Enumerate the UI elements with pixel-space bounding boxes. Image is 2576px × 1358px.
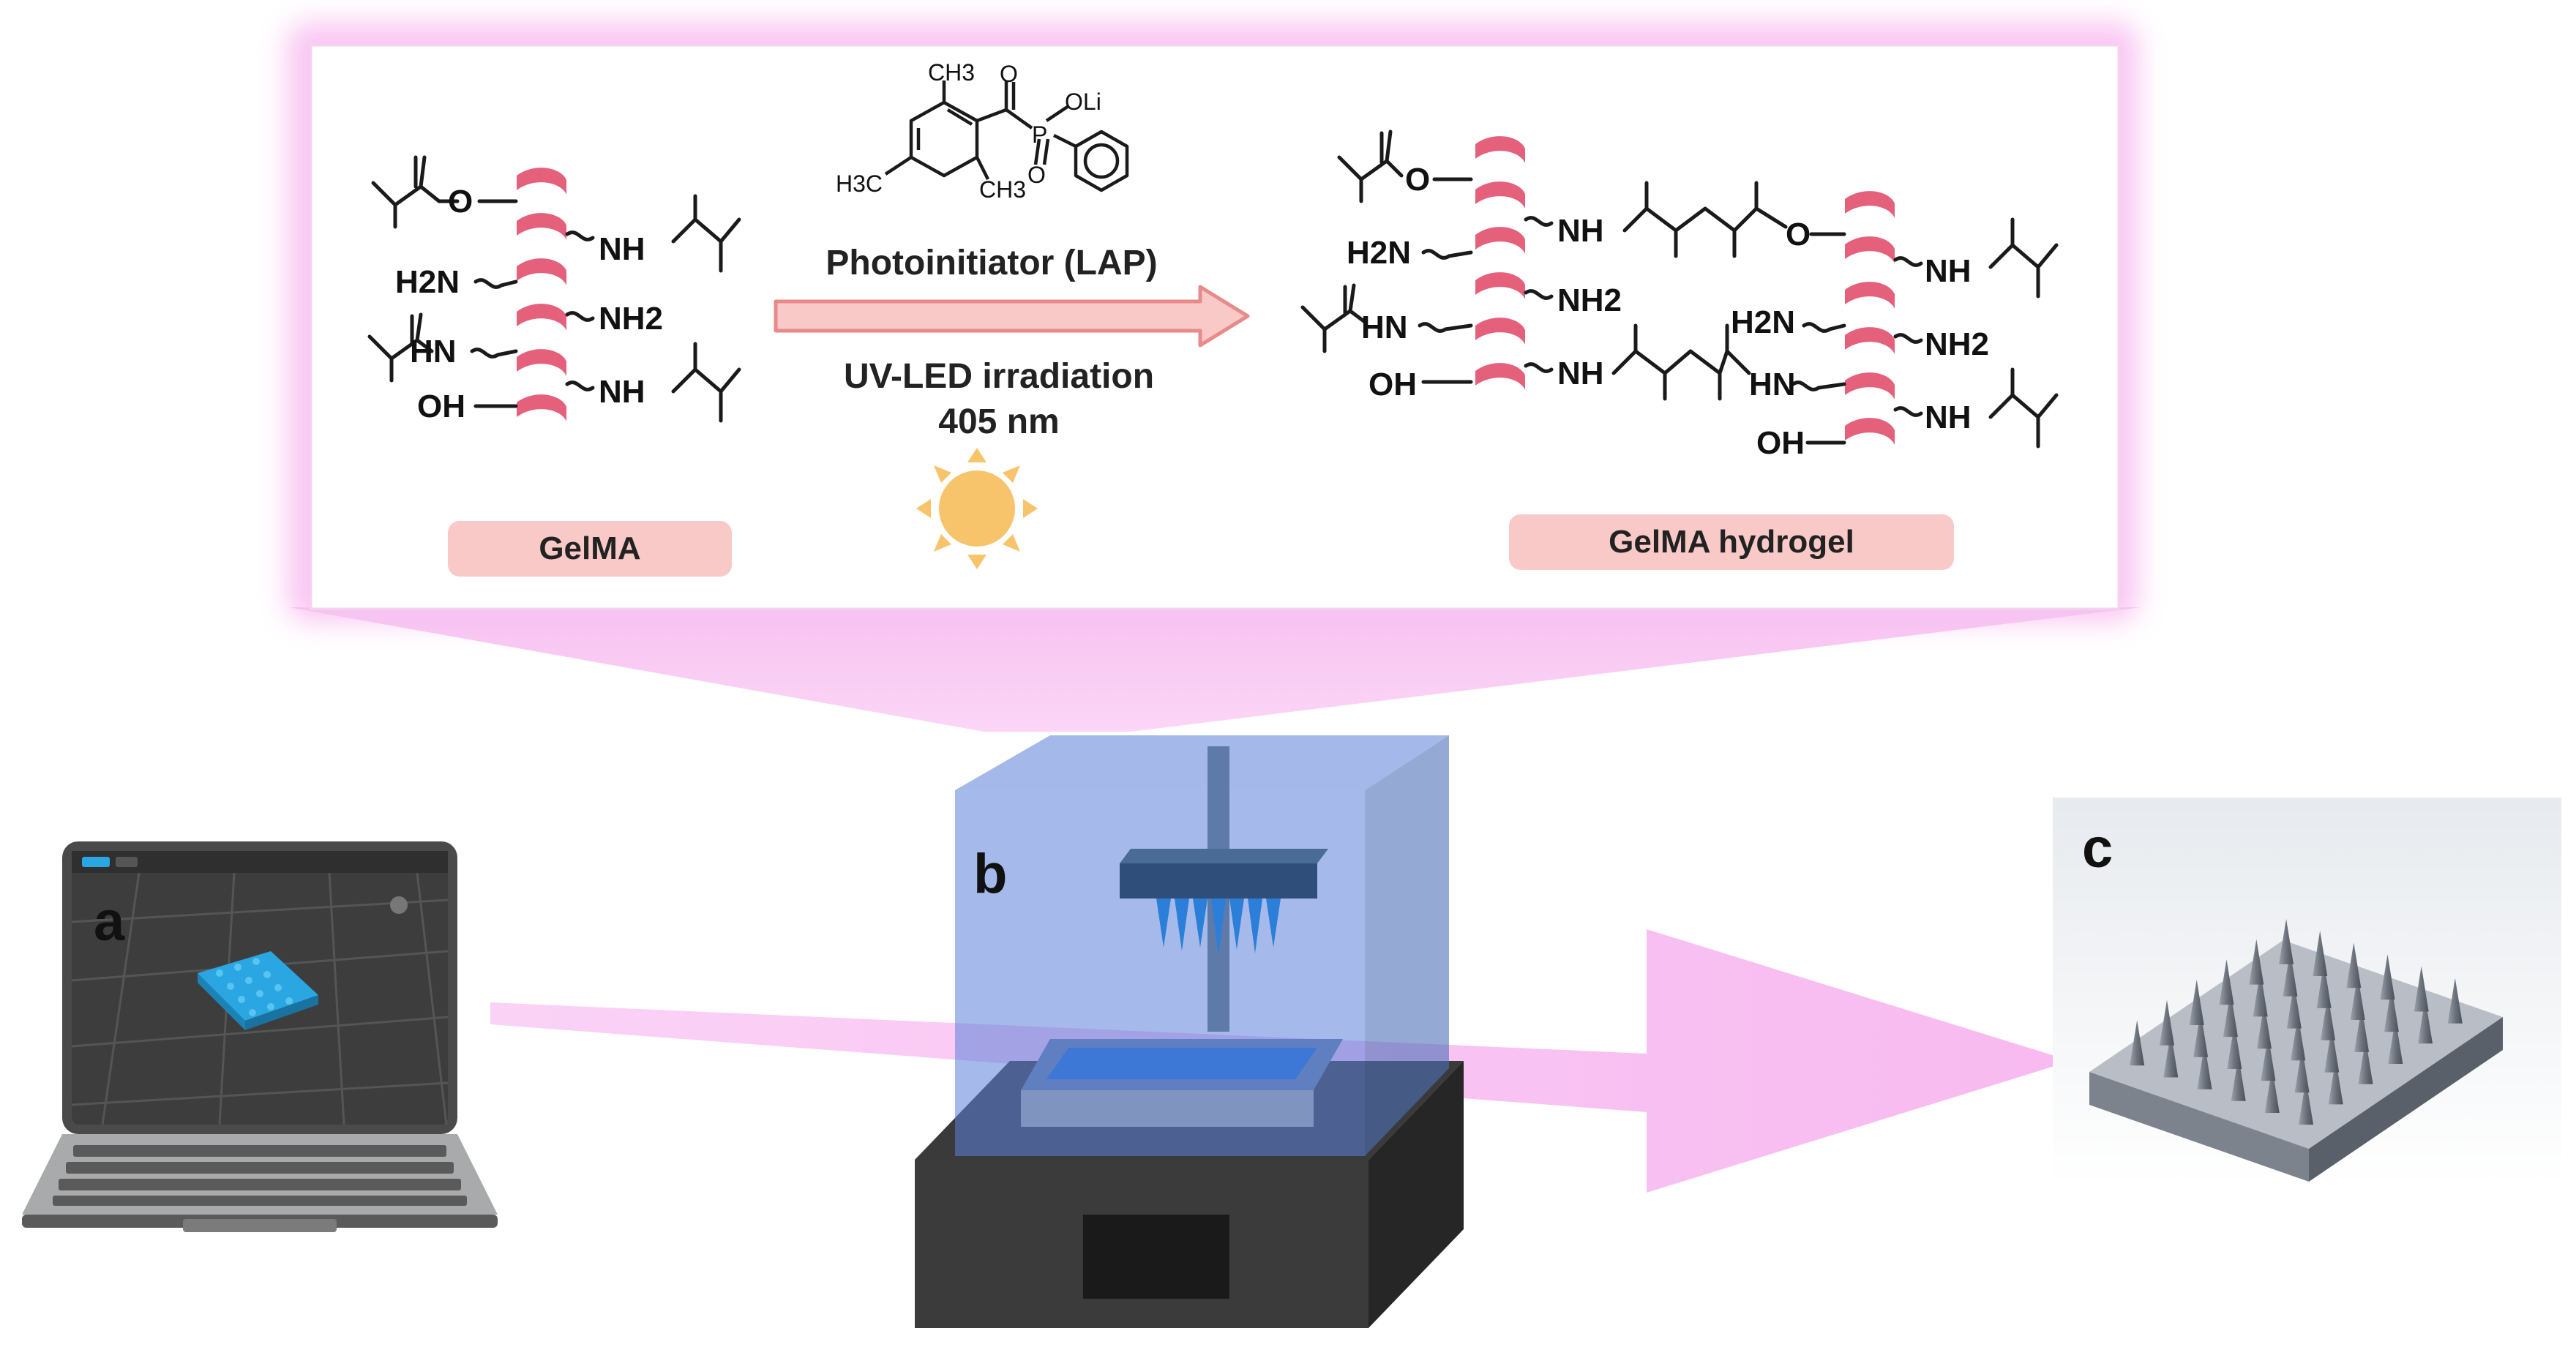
atom-nh: NH	[599, 231, 645, 267]
photoinitiator-label: Photoinitiator (LAP)	[825, 244, 1157, 282]
atom-p: P	[1032, 121, 1047, 148]
atom-nh2: NH2	[1557, 282, 1622, 318]
irradiation-label: UV-LED irradiation	[844, 357, 1154, 396]
atom-o: O	[1027, 162, 1046, 188]
atom-ch3: CH3	[928, 59, 975, 86]
gelma-label-box: GelMA	[448, 521, 732, 577]
reaction-arrow	[774, 285, 1250, 348]
panel-c-label: c	[2082, 817, 2113, 879]
atom-nh: NH	[1925, 253, 1972, 289]
atom-o: O	[1000, 61, 1018, 87]
hydrogel-label: GelMA hydrogel	[1609, 524, 1854, 560]
gelma-label: GelMA	[539, 530, 640, 566]
panel-a-laptop: a	[22, 841, 498, 1232]
atom-hn: HN	[1749, 367, 1796, 402]
wavelength-label: 405 nm	[938, 402, 1059, 441]
atom-ch3: CH3	[979, 176, 1026, 203]
atom-nh: NH	[599, 374, 645, 410]
panel-a-label: a	[94, 890, 125, 953]
atom-nh2: NH2	[599, 301, 663, 337]
atom-h3c: H3C	[836, 170, 883, 197]
atom-hn: HN	[410, 334, 457, 369]
laptop-grid	[71, 872, 449, 1125]
printed-needles	[1156, 899, 1281, 955]
atom-nh: NH	[1557, 356, 1604, 391]
laptop-keyboard	[53, 1145, 467, 1206]
atom-h2n: H2N	[1347, 235, 1411, 271]
atom-oh: OH	[417, 389, 465, 424]
sun-icon	[916, 448, 1038, 569]
hydrogel-molecule	[1300, 130, 2059, 449]
atom-nh: NH	[1557, 213, 1604, 249]
atom-oli: OLi	[1065, 89, 1101, 115]
gelma-molecule	[367, 155, 741, 423]
atom-oh: OH	[1368, 367, 1417, 402]
panel-b-label: b	[973, 843, 1007, 905]
atom-h2n: H2N	[395, 264, 460, 300]
atom-o: O	[448, 184, 473, 220]
hydrogel-atoms: O NH O H2N NH2 HN OH NH HN NH H2N NH2 NH…	[1347, 162, 1989, 461]
panel-b-printer: b	[915, 735, 1464, 1328]
atom-o: O	[1405, 162, 1430, 198]
gelma-atoms: O NH H2N NH2 HN NH OH	[395, 184, 663, 424]
hydrogel-label-box: GelMA hydrogel	[1509, 514, 1954, 570]
atom-nh2: NH2	[1925, 326, 1989, 362]
lap-structure	[884, 80, 1129, 192]
atom-nh: NH	[1925, 399, 1972, 435]
panel-c-patch: c	[2053, 798, 2561, 1185]
lap-atoms: CH3 H3C CH3 O P OLi O	[836, 59, 1101, 203]
atom-hn: HN	[1361, 310, 1408, 345]
atom-h2n: H2N	[1731, 304, 1795, 340]
laptop-patch-model	[198, 951, 318, 1030]
atom-oh: OH	[1756, 425, 1805, 461]
atom-o: O	[1786, 217, 1811, 252]
